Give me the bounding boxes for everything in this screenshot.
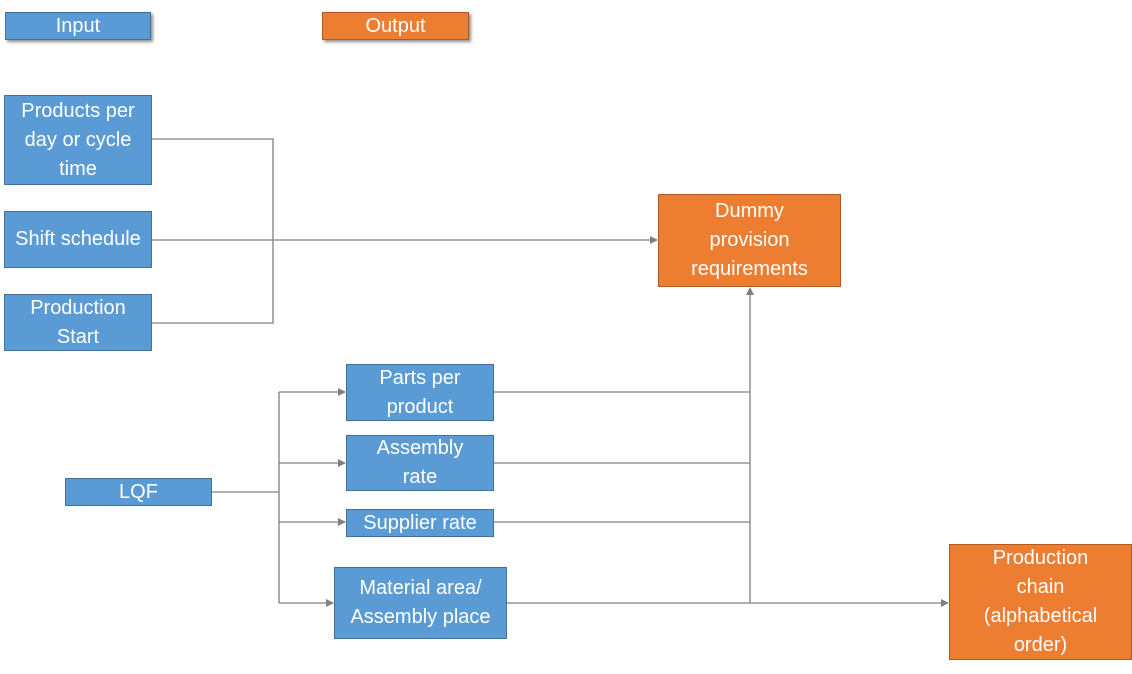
node-shift-schedule-label: Shift schedule: [15, 228, 141, 250]
legend-input-label: Input: [55, 14, 101, 37]
node-material-area[interactable]: Material area/ Assembly place: [334, 567, 507, 639]
node-assembly-rate[interactable]: Assembly rate: [346, 435, 494, 491]
node-dummy-provision[interactable]: Dummy provision requirements: [658, 194, 841, 287]
node-lqf[interactable]: LQF: [65, 478, 212, 506]
node-parts-per-product-label: Parts per product: [379, 366, 461, 418]
node-lqf-label: LQF: [119, 480, 158, 503]
node-production-start-label: Production Start: [30, 296, 126, 348]
node-shift-schedule[interactable]: Shift schedule: [4, 211, 152, 268]
node-products-per-day-label: Products per day or cycle time: [21, 99, 135, 180]
node-production-chain-label: Production chain (alphabetical order): [983, 547, 1098, 656]
legend-output: Output: [322, 12, 469, 40]
connector-production-start-to-junction: [152, 240, 274, 324]
node-dummy-provision-label: Dummy provision requirements: [691, 200, 808, 280]
node-production-start[interactable]: Production Start: [4, 294, 152, 351]
node-material-area-label: Material area/ Assembly place: [350, 577, 491, 628]
node-production-chain[interactable]: Production chain (alphabetical order): [949, 544, 1132, 660]
connector-products-to-junction: [152, 138, 274, 240]
node-supplier-rate[interactable]: Supplier rate: [346, 509, 494, 537]
legend-output-label: Output: [365, 14, 426, 37]
node-parts-per-product[interactable]: Parts per product: [346, 364, 494, 421]
node-assembly-rate-label: Assembly rate: [376, 437, 464, 488]
node-supplier-rate-label: Supplier rate: [363, 511, 477, 534]
legend-input: Input: [5, 12, 151, 40]
node-products-per-day[interactable]: Products per day or cycle time: [4, 95, 152, 185]
